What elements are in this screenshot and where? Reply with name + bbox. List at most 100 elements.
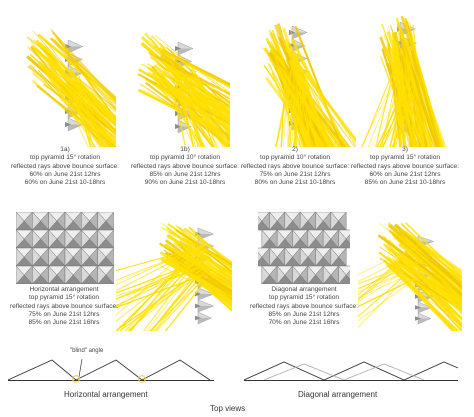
- light-ray: [151, 65, 215, 147]
- light-ray: [31, 79, 110, 147]
- light-ray: [149, 80, 230, 143]
- caption-2: 2) top pyramid 10° rotation reflected ra…: [240, 146, 350, 187]
- reflected-ray: [142, 272, 188, 331]
- reflected-ray: [68, 61, 116, 106]
- pyramid-facet-left: [261, 229, 270, 249]
- reflected-ray: [182, 59, 230, 127]
- ray-group: [261, 23, 356, 147]
- reflected-ray: [358, 275, 422, 308]
- caption-line: reflected rays above bounce surface:: [240, 162, 350, 170]
- reflected-ray: [185, 75, 215, 147]
- light-ray: [177, 230, 232, 282]
- pyramid-profile-lines: [8, 358, 214, 381]
- reflected-ray: [189, 63, 217, 147]
- light-ray: [175, 229, 232, 266]
- light-ray: [399, 228, 462, 273]
- pyramid-facet-left: [97, 265, 107, 284]
- reflected-ray: [154, 268, 208, 331]
- reflected-ray: [376, 72, 414, 147]
- reflected-ray: [128, 248, 208, 331]
- reflected-ray: [303, 97, 319, 147]
- reflected-ray: [183, 75, 199, 147]
- pyramid-facet-left: [322, 265, 332, 284]
- reflected-ray: [287, 95, 291, 147]
- reflected-ray: [189, 69, 230, 84]
- caption-3: 3) top pyramid 15° rotation reflected ra…: [350, 146, 460, 187]
- light-ray: [183, 227, 232, 266]
- pyramid-facet-left: [81, 265, 90, 284]
- caption-line: reflected rays above bounce surface:: [350, 162, 460, 170]
- light-ray: [173, 229, 232, 268]
- reflected-ray: [64, 99, 116, 146]
- reflected-ray: [173, 97, 187, 147]
- reflected-ray: [72, 92, 95, 147]
- reflected-ray: [403, 93, 407, 147]
- reflected-ray: [72, 77, 116, 118]
- reflected-ray: [358, 259, 414, 291]
- reflected-ray: [358, 254, 409, 283]
- reflected-ray: [305, 65, 317, 147]
- light-ray: [384, 245, 462, 331]
- reflected-ray: [187, 82, 230, 103]
- pyramid-facet-left: [32, 247, 41, 267]
- reflected-ray: [358, 271, 407, 298]
- reflected-ray: [379, 92, 397, 147]
- ray-illustration: [261, 23, 356, 147]
- pyramid-shadow: [68, 46, 83, 53]
- reflected-ray: [116, 243, 205, 331]
- horizontal-arrangement-label: Horizontal arrangement: [64, 390, 148, 399]
- light-ray: [400, 15, 441, 147]
- reflected-ray: [292, 65, 296, 147]
- light-ray: [398, 231, 462, 297]
- light-ray: [150, 35, 230, 117]
- reflected-ray: [182, 69, 230, 129]
- reflected-ray: [116, 261, 201, 300]
- reflected-ray: [164, 279, 207, 331]
- pyramid-shadow: [178, 48, 193, 55]
- reflected-ray: [170, 62, 230, 136]
- light-ray: [161, 49, 230, 87]
- light-ray: [407, 21, 438, 147]
- pyramid-facet-left: [322, 229, 332, 249]
- caption-tag: 1a): [60, 146, 70, 153]
- ray-group: [360, 15, 447, 147]
- reflected-ray: [73, 62, 105, 147]
- reflected-ray: [375, 57, 398, 147]
- light-ray: [399, 27, 414, 147]
- light-ray: [403, 257, 462, 321]
- light-ray: [186, 248, 232, 289]
- pyramid-facet-left: [16, 212, 25, 231]
- reflected-ray: [295, 71, 312, 147]
- pyramid-facet-left: [261, 265, 270, 284]
- reflected-ray: [284, 67, 289, 147]
- light-ray: [400, 257, 462, 305]
- reflected-ray: [146, 267, 197, 331]
- pyramid-profile-lines: [244, 361, 459, 381]
- caption-1b: 1b) top pyramid 10° rotation reflected r…: [130, 146, 240, 187]
- pyramid-facet-left: [276, 265, 286, 284]
- light-ray: [396, 19, 444, 147]
- pyramid-edge: [289, 29, 295, 36]
- pyramid-edge: [415, 305, 421, 310]
- light-ray: [161, 223, 232, 276]
- reflected-ray: [358, 275, 409, 329]
- caption-line: top pyramid 15° rotation: [268, 294, 340, 302]
- reflected-ray: [298, 91, 305, 147]
- pyramid-edge: [65, 121, 71, 128]
- light-ray: [269, 52, 347, 147]
- profile-line: [8, 359, 211, 381]
- diagonal-arrangement-rays: [358, 206, 462, 331]
- profile-diagonal-svg: [244, 361, 459, 381]
- light-ray: [396, 225, 462, 280]
- light-ray: [388, 239, 462, 316]
- reflected-ray: [116, 243, 194, 317]
- reflected-ray: [173, 76, 195, 147]
- light-ray: [294, 25, 343, 147]
- pointer-line: [78, 358, 83, 378]
- reflected-ray: [358, 256, 409, 282]
- reflected-ray: [275, 86, 290, 147]
- reflected-ray: [124, 258, 192, 331]
- ray-illustration: [116, 223, 232, 331]
- light-ray: [394, 223, 462, 290]
- pyramid-facet-left: [315, 212, 324, 231]
